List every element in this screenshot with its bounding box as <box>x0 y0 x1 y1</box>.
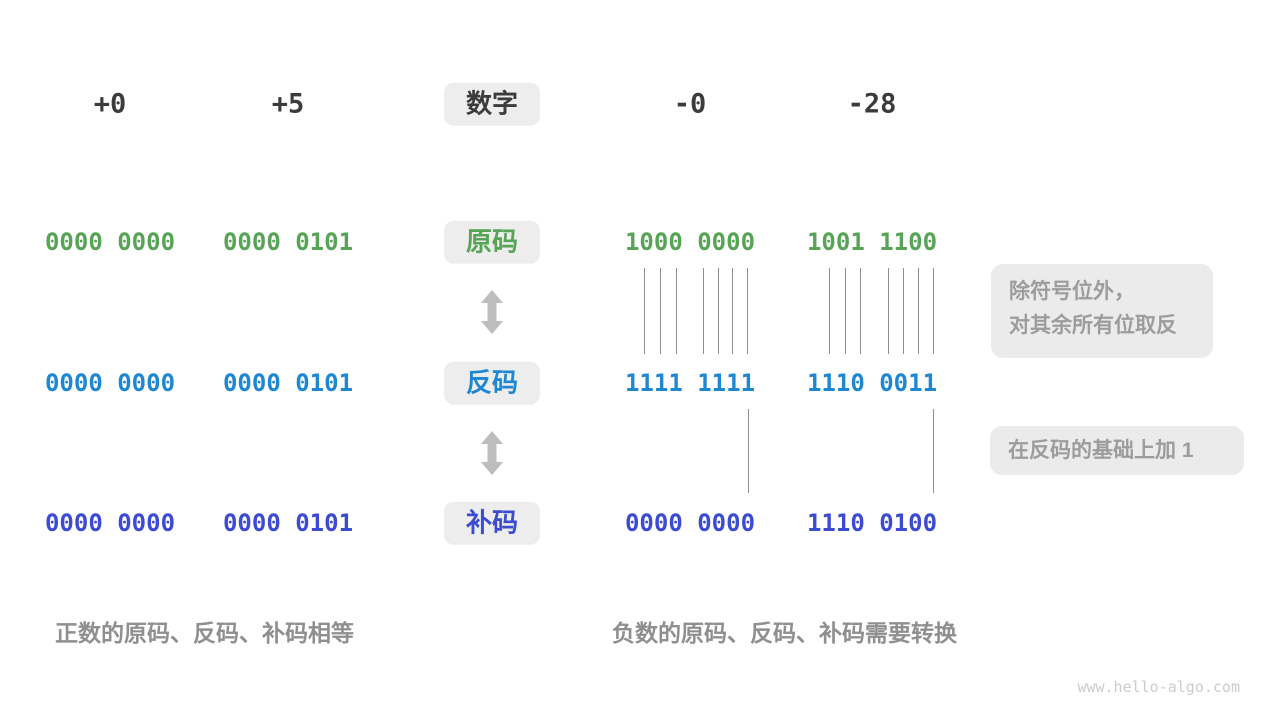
ones-complement-plus0: 0000 0000 <box>44 369 176 397</box>
bit-connector-line <box>845 268 846 354</box>
header-value-minus28: -28 <box>847 88 897 120</box>
header-value-plus5: +5 <box>271 88 305 120</box>
bit-connector-line <box>747 268 748 354</box>
badge-sign-magnitude: 原码 <box>443 220 541 264</box>
bit-connector-line <box>732 268 733 354</box>
bit-connector-line <box>703 268 704 354</box>
ones-complement-plus5: 0000 0101 <box>222 369 354 397</box>
twos-complement-minus28: 1110 0100 <box>806 509 938 537</box>
ones-complement-minus28: 1110 0011 <box>806 369 938 397</box>
bit-connector-line <box>660 268 661 354</box>
bit-connector-line <box>644 268 645 354</box>
updown-arrow-icon <box>479 431 505 475</box>
bit-connector-line <box>748 409 749 493</box>
sign-magnitude-plus5: 0000 0101 <box>222 228 354 256</box>
note-invert-bits: 除符号位外， 对其余所有位取反 <box>991 264 1213 358</box>
badge-number: 数字 <box>443 82 541 126</box>
bit-connector-line <box>718 268 719 354</box>
bit-connector-line <box>933 268 934 354</box>
bit-connector-line <box>918 268 919 354</box>
caption-negative-numbers: 负数的原码、反码、补码需要转换 <box>612 620 957 646</box>
bit-connector-line <box>888 268 889 354</box>
bit-connector-line <box>903 268 904 354</box>
bit-connector-line <box>860 268 861 354</box>
watermark-url: www.hello-algo.com <box>1077 678 1240 696</box>
ones-complement-minus0: 1111 1111 <box>624 369 756 397</box>
badge-ones-complement: 反码 <box>443 361 541 405</box>
sign-magnitude-minus0: 1000 0000 <box>624 228 756 256</box>
twos-complement-plus5: 0000 0101 <box>222 509 354 537</box>
sign-magnitude-minus28: 1001 1100 <box>806 228 938 256</box>
twos-complement-plus0: 0000 0000 <box>44 509 176 537</box>
bit-connector-line <box>933 409 934 493</box>
updown-arrow-icon <box>479 290 505 334</box>
note-add-one: 在反码的基础上加 1 <box>990 426 1244 475</box>
sign-magnitude-plus0: 0000 0000 <box>44 228 176 256</box>
bit-connector-line <box>676 268 677 354</box>
bit-connector-line <box>829 268 830 354</box>
caption-positive-numbers: 正数的原码、反码、补码相等 <box>55 620 354 646</box>
twos-complement-minus0: 0000 0000 <box>624 509 756 537</box>
header-value-plus0: +0 <box>93 88 127 120</box>
badge-twos-complement: 补码 <box>443 501 541 545</box>
header-value-minus0: -0 <box>673 88 707 120</box>
